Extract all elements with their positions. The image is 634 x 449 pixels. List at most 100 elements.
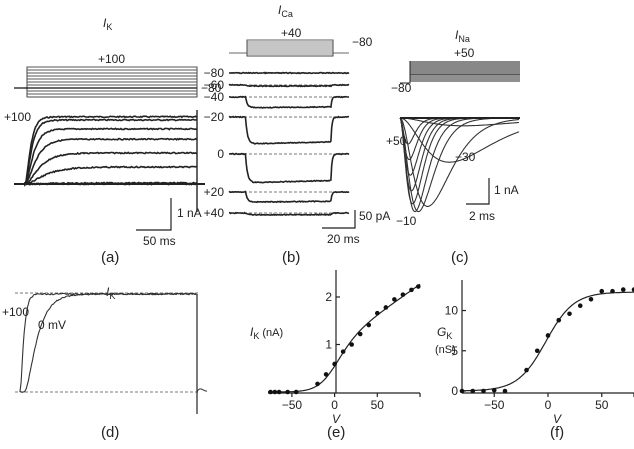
ik-trace — [24, 137, 198, 187]
data-point — [409, 287, 414, 293]
panel-e: IK(nA) V (e) −50 0 50 1 2 — [250, 270, 421, 441]
ik-trace — [24, 151, 197, 186]
trace-voltage-label: +20 — [204, 185, 225, 199]
ik-trace — [24, 127, 197, 188]
trace-voltage-label: +40 — [204, 206, 225, 220]
panel-a-voltage-protocol — [14, 66, 198, 98]
fit-curve — [461, 291, 634, 392]
x-tick-label: −50 — [484, 398, 505, 412]
data-point — [375, 310, 380, 316]
data-point — [315, 381, 320, 387]
data-point — [400, 292, 406, 297]
x-tick-label: 50 — [371, 398, 385, 412]
panel-b-voltage-protocol — [229, 39, 349, 57]
panel-b-label: (b) — [282, 249, 300, 266]
data-point — [491, 387, 497, 393]
panel-f-label: (f) — [550, 424, 564, 441]
panel-d-trace-label-0: +100 — [2, 305, 29, 319]
panel-f-ylabel: GK — [437, 325, 452, 341]
ica-trace — [228, 115, 350, 145]
panel-c-label-mid: −30 — [455, 150, 476, 164]
data-point — [332, 361, 337, 367]
panel-a-holding-label: −80 — [201, 81, 222, 95]
data-point — [524, 367, 529, 373]
data-point — [366, 322, 372, 328]
panel-c-holding-label: −80 — [391, 81, 412, 95]
data-point — [588, 296, 594, 302]
panel-b-traces: −80−60−40−200+20+40 — [204, 66, 350, 220]
panel-b-holding-label: −80 — [352, 35, 373, 49]
panel-f-xlabel: V — [553, 412, 562, 426]
panel-a-scale-bar — [136, 198, 172, 231]
data-point — [631, 287, 634, 292]
panel-d-title: IK — [106, 285, 115, 301]
normalized-ik-trace — [19, 292, 197, 394]
panel-d-label: (d) — [101, 424, 119, 441]
panel-d: IK +100 0 mV (d) — [2, 285, 208, 441]
ica-trace — [228, 211, 350, 217]
panel-a-scale-x: 50 ms — [143, 234, 176, 248]
panel-a: IK +100 −80 +100 1 nA 50 ms (a) — [4, 16, 222, 266]
data-point — [415, 284, 421, 289]
y-tick-label: 1 — [325, 338, 332, 352]
y-tick-label: 0 — [451, 384, 458, 398]
data-point — [392, 297, 397, 302]
ik-trace — [24, 165, 197, 186]
trace-voltage-label: −80 — [204, 66, 225, 80]
ina-trace — [400, 117, 519, 127]
data-point — [357, 331, 363, 337]
y-tick-label: 2 — [325, 290, 332, 304]
panel-e-ylabel: IK(nA) — [250, 325, 283, 341]
y-tick-label: 10 — [445, 304, 459, 318]
panel-a-trace-label: +100 — [4, 110, 31, 124]
data-point — [383, 305, 389, 310]
ica-trace — [228, 71, 350, 75]
fit-curve — [268, 283, 421, 393]
ina-trace — [400, 117, 520, 163]
data-point — [470, 388, 476, 394]
data-point — [502, 388, 508, 394]
tail-current — [196, 388, 208, 393]
y-tick-label: 5 — [451, 344, 458, 358]
x-tick-label: −50 — [282, 398, 303, 412]
data-point — [340, 349, 346, 354]
trace-voltage-label: −60 — [204, 78, 225, 92]
data-point — [481, 388, 486, 394]
ik-trace — [24, 115, 198, 185]
panel-e-xlabel: V — [332, 412, 341, 426]
ik-trace — [24, 118, 198, 185]
trace-voltage-label: 0 — [217, 147, 224, 161]
panel-a-title: IK — [103, 16, 112, 32]
protocol-fill — [410, 61, 520, 75]
data-point — [620, 287, 626, 292]
data-point — [459, 388, 465, 394]
trace-voltage-label: −20 — [204, 110, 225, 124]
panel-c-traces — [399, 117, 520, 213]
x-tick-label: 0 — [545, 398, 552, 412]
x-tick-label: 0 — [331, 398, 338, 412]
panel-c-scale-bar — [466, 178, 490, 205]
panel-c-scale-y: 1 nA — [494, 183, 519, 197]
data-point — [567, 311, 572, 317]
holding-line — [400, 61, 411, 84]
panel-d-traces — [19, 292, 208, 414]
data-point — [276, 389, 282, 395]
panel-a-traces — [14, 110, 205, 212]
panel-a-step-label: +100 — [98, 52, 125, 66]
data-point — [349, 342, 354, 347]
panel-c: INa +50 −80 +50 −30 −10 1 nA 2 ms (c) — [386, 28, 520, 266]
panel-e-label: (e) — [327, 424, 345, 441]
panel-d-trace-label-1: 0 mV — [38, 318, 66, 332]
panel-b-scale-bar — [322, 210, 356, 229]
panel-c-title: INa — [455, 28, 470, 44]
data-point — [599, 288, 605, 294]
ina-trace — [399, 117, 520, 207]
panel-a-label: (a) — [101, 249, 119, 266]
data-point — [534, 348, 540, 354]
ina-trace — [399, 117, 519, 213]
ina-trace — [399, 117, 519, 213]
x-tick-label: 50 — [595, 398, 609, 412]
data-point — [556, 317, 562, 323]
data-point — [293, 389, 299, 395]
